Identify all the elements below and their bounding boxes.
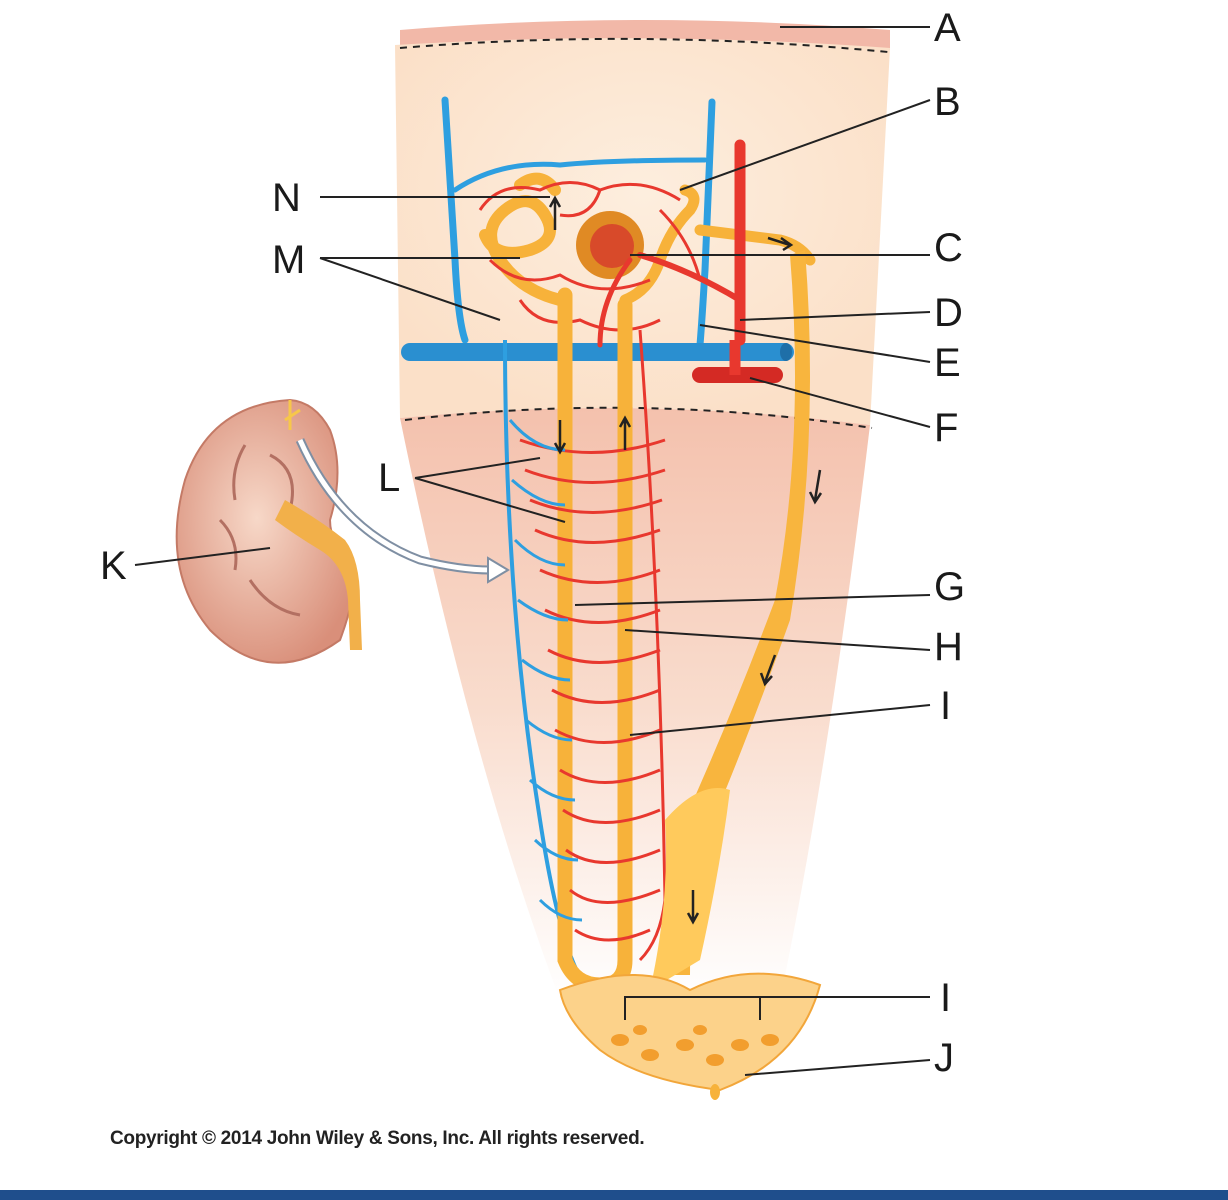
label-i-upper: I: [940, 684, 952, 728]
urine-drop: [710, 1084, 720, 1100]
label-b: B: [934, 80, 961, 124]
copyright-notice: Copyright © 2014 John Wiley & Sons, Inc.…: [110, 1128, 645, 1149]
leader-e: [699, 324, 931, 363]
leader-lines: [134, 26, 931, 1076]
leader-f: [749, 377, 931, 428]
footer-bar: [0, 1190, 1228, 1200]
leader-b: [679, 99, 931, 191]
afferent-arteriole: [637, 252, 743, 303]
arcuate-vein-end: [780, 343, 792, 361]
label-h: H: [934, 625, 963, 669]
interlobular-veins: [441, 96, 716, 349]
renal-papilla: [558, 972, 822, 1100]
peritubular-capillaries: [478, 181, 702, 332]
label-k: K: [100, 544, 127, 588]
proximal-convoluted-tubule: [479, 172, 566, 306]
label-e: E: [934, 341, 961, 385]
leader-k: [134, 547, 271, 566]
renal-tissue-background: [395, 20, 890, 1000]
papillary-duct: [650, 788, 730, 990]
leader-g: [574, 594, 931, 606]
leader-j: [744, 1059, 931, 1076]
renal-cortex-region: [395, 38, 890, 425]
vasa-recta: [519, 329, 667, 962]
label-l: L: [378, 456, 401, 500]
leader-m: [319, 257, 520, 321]
glomerulus: [590, 224, 634, 268]
renal-medulla-region: [400, 408, 870, 1000]
leader-i1: [629, 704, 931, 736]
flow-arrows: [548, 195, 823, 925]
efferent-arteriole: [597, 257, 633, 348]
label-d: D: [934, 291, 963, 335]
label-n: N: [272, 176, 301, 220]
leader-d: [739, 311, 931, 321]
label-m: M: [272, 238, 306, 282]
kidney-inset: [175, 398, 510, 664]
label-a: A: [934, 6, 961, 50]
leader-h: [624, 629, 931, 651]
label-c: C: [934, 226, 963, 270]
collecting-duct: [650, 250, 810, 990]
cortex-upper-boundary: [399, 37, 889, 53]
leader-l: [414, 457, 566, 523]
label-f: F: [934, 406, 959, 450]
leader-i2: [624, 996, 930, 1020]
label-j: J: [934, 1036, 954, 1080]
arterial-supply: [597, 139, 746, 348]
renal-pelvis: [275, 500, 362, 650]
label-g: G: [934, 565, 966, 609]
label-i-lower: I: [940, 976, 952, 1020]
